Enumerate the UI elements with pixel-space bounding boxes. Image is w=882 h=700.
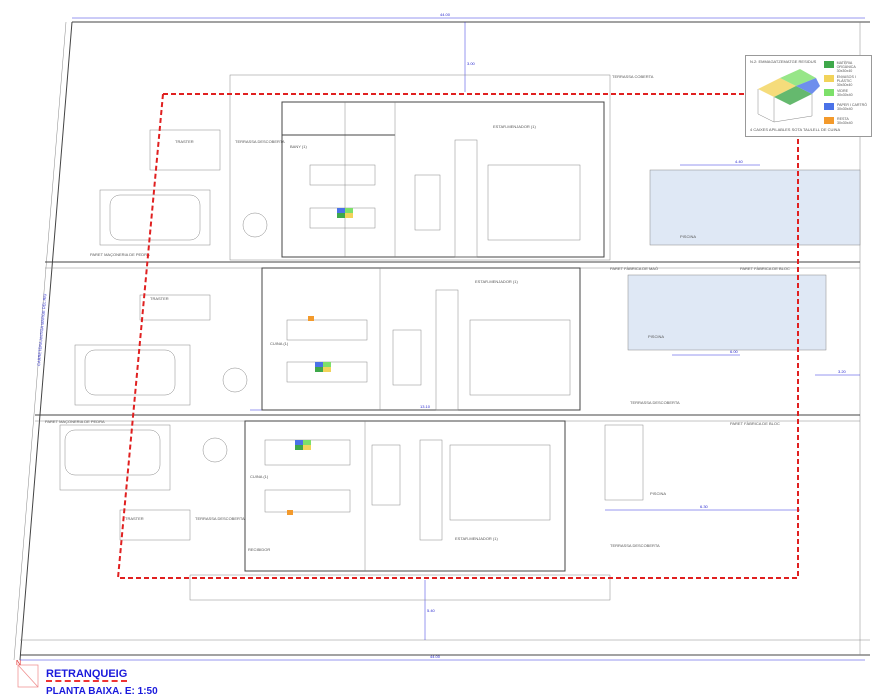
dim-bottom: 44.00 [430,654,441,659]
label-terrace-cov-1: TERRASSA COBERTA [612,74,654,79]
unit-2: CUINA (1) ESTAR-MENJADOR (1) TRASTER TER… [36,266,827,411]
label-wall-3: PARET MAÇONERIA DE PEDRA [45,419,105,424]
dim-2: 4.40 [735,159,744,164]
legend-swatch [824,117,834,124]
label-terrace-1: TERRASSA DESCOBERTA [235,139,285,144]
unit-3: CUINA (1) ESTAR-MENJADOR (1) TRASTER TER… [45,419,780,601]
car-icon [64,429,161,476]
label-wall-block-2: PARET FÀBRICA DE BLOC [740,266,790,271]
legend-title: N.2: EMMAGATZEMATGE RESIDUS [750,59,817,64]
dim-3: 6.00 [730,349,739,354]
pool [649,169,861,246]
north-arrow-icon: N [16,660,39,688]
dim-7: 5.40 [427,608,436,613]
setback-line [116,93,799,579]
title-plan-scale: PLANTA BAIXA. E: 1:50 [46,686,158,697]
label-wall-2: PARET FÀBRICA DE MAÓ [610,266,658,271]
label-hall-3: RECIBIDOR [248,547,270,552]
label-pool-2: PISCINA [648,334,664,339]
label-storage-1: TRASTER [175,139,194,144]
label-wall-block-3: PARET FÀBRICA DE BLOC [730,421,780,426]
legend-footer: 4 CAIXES APILABLES SOTA TAULELL DE CUINA [750,127,841,132]
waste-boxes-diagram [757,69,820,123]
legend-swatch [824,89,834,96]
label-storage-2: TRASTER [150,296,169,301]
dim-5: 6.30 [700,504,709,509]
label-pool-1: PISCINA [680,234,696,239]
label-terrace-3: TERRASSA DESCOBERTA [195,516,245,521]
dim-top: 44.00 [440,12,451,17]
label-kitchen-2: CUINA (1) [270,341,289,346]
svg-text:N: N [16,660,21,667]
label-terrace-3b: TERRASSA DESCOBERTA [610,543,660,548]
label-bath-1: BANY (1) [290,144,307,149]
label-living-3: ESTAR-MENJADOR (1) [455,536,498,541]
unit-1: BANY (1) ESTAR-MENJADOR (1) TRASTER TERR… [90,74,861,261]
label-living-2: ESTAR-MENJADOR (1) [475,279,518,284]
label-street: CARRETERA ANTIGA MARGE DEL RIU [36,293,47,366]
label-terrace-2: TERRASSA DESCOBERTA [630,400,680,405]
title-setback: RETRANQUEIG [46,668,128,682]
dimension-lines: 44.00 44.00 3.00 4.40 6.00 3.20 6.30 13.… [20,12,865,661]
legend-swatch [824,103,834,110]
waste-storage-legend: N.2: EMMAGATZEMATGE RESIDUS MATÈRIA ORGÀ… [745,55,872,137]
legend-swatch [824,75,834,82]
dim-6: 13.10 [420,404,431,409]
car-icon [109,194,201,241]
label-wall-1: PARET MAÇONERIA DE PEDRA [90,252,150,257]
legend-swatch [824,61,834,68]
title-block: RETRANQUEIG PLANTA BAIXA. E: 1:50 [46,664,158,697]
pool [627,274,827,351]
label-living-1: ESTAR-MENJADOR (1) [493,124,536,129]
dim-1: 3.00 [467,61,476,66]
label-storage-3: TRASTER [125,516,144,521]
label-kitchen-3: CUINA (1) [250,474,269,479]
dim-4: 3.20 [838,369,847,374]
car-icon [84,349,176,396]
label-pool-3: PISCINA [650,491,666,496]
